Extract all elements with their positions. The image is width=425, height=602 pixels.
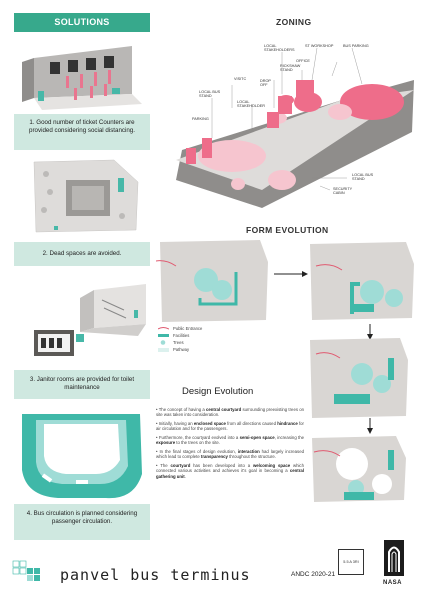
bullet-emphasis: exposure [156, 440, 176, 446]
bullet-emphasis: central gathering unit [156, 468, 304, 479]
legend-pathway: Pathway [158, 346, 202, 353]
solution-2-caption: 2. Dead spaces are avoided. [42, 250, 122, 257]
bullet-emphasis: hindrance [277, 421, 298, 426]
legend-label: Facilities [173, 333, 190, 338]
bullet-text: to the trees on the site. [175, 440, 221, 446]
form-evolution-title: FORM EVOLUTION [246, 225, 329, 235]
zone-label-bus-parking: BUS PARKING [343, 44, 369, 48]
ticket-counter-illustration [22, 46, 142, 110]
bullet-dot-icon: • [156, 421, 159, 426]
design-evolution-title: Design Evolution [182, 386, 254, 397]
bullet-text: The concept of having a [158, 407, 207, 412]
bullet-emphasis: transparency [200, 454, 228, 460]
code-label: 5.5 A 3RI [343, 560, 359, 564]
zone-label-visitc: VISITC [234, 77, 247, 81]
bullet-emphasis: enclosed space [193, 421, 226, 426]
form-evolution-diagrams [156, 240, 414, 502]
design-bullet: • The courtyard has been developed into … [156, 463, 304, 479]
bullet-text: The [160, 463, 171, 468]
design-evolution-bullets: • The concept of having a central courty… [156, 407, 304, 482]
design-bullet: • Initially, having an enclosed space fr… [156, 421, 304, 432]
bullet-text: which connected various activities and a… [156, 463, 304, 474]
design-bullet: • Furthermore, the courtyard evolved int… [156, 435, 304, 446]
grid-mark-icon [12, 560, 40, 581]
bullet-emphasis: semi-open space [239, 435, 275, 440]
bus-circulation-plan [22, 414, 142, 499]
solution-2-caption-panel: 2. Dead spaces are avoided. [14, 242, 150, 266]
zone-label-local-bus-stand-right: LOCAL BUS STAND [352, 173, 374, 182]
bullet-emphasis: welcoming space [252, 463, 291, 468]
bullet-text: Furthermore, the courtyard evolved into … [158, 435, 240, 440]
zone-label-drop-off: DROP OFF [260, 79, 271, 88]
design-bullet: • The concept of having a central courty… [156, 407, 304, 418]
solution-1-caption: 1. Good number of ticket Counters are pr… [29, 119, 135, 134]
zone-label-rickshaw-stand: RICKSHAW STAND [280, 64, 301, 73]
solution-4-caption-panel: 4. Bus circulation is planned considerin… [14, 504, 150, 540]
zone-label-local-stakeholder: LOCAL STAKEHOLDER [237, 100, 265, 109]
bullet-text: for air circulation and for the passenge… [156, 421, 304, 432]
zone-label-local-bus-stand-left: LOCAL BUS STAND [199, 90, 221, 99]
legend-label: Pathway [173, 347, 190, 352]
bullet-dot-icon: • [156, 435, 159, 440]
bullet-text: had largely increased which lead to comp… [156, 449, 304, 460]
zoning-diagram [176, 47, 414, 208]
legend-public-entrance: Public Entrance [158, 325, 202, 332]
bullet-text: Initially, having an [158, 421, 194, 426]
andc-label: ANDC 2020-21 [291, 571, 336, 578]
janitor-room-illustration [34, 284, 146, 356]
bullet-dot-icon: • [156, 407, 159, 412]
nasa-logo-icon [384, 540, 404, 576]
bullet-text: surrounding preexisting trees on site wa… [156, 407, 305, 418]
solution-4-caption: 4. Bus circulation is planned considerin… [26, 510, 138, 525]
form-evolution-legend: Public Entrance Facilities Trees Pathway [158, 325, 202, 353]
design-bullet: • In the final stages of design evolutio… [156, 449, 304, 460]
solution-1-caption-panel: 1. Good number of ticket Counters are pr… [14, 114, 150, 150]
public-entrance-swatch [158, 327, 169, 330]
solutions-header: SOLUTIONS [14, 13, 150, 32]
zone-label-security-cabin: SECURITY CABIN [333, 187, 353, 196]
zone-label-office: OFFICE [296, 59, 310, 63]
bullet-text: In the final stages of design evolution, [159, 449, 238, 454]
bullet-text: has been developed into a [190, 463, 253, 468]
trees-swatch [160, 340, 166, 345]
legend-label: Public Entrance [173, 326, 203, 331]
bullet-emphasis: central courtyard [206, 407, 242, 412]
nasa-label: NASA [383, 580, 403, 586]
zone-label-local-stakeholders: LOCAL STAKEHOLDERS [264, 44, 295, 53]
bullet-text: . [184, 473, 186, 479]
zone-label-st-workshop: ST WORKSHOP [305, 44, 334, 48]
bullet-emphasis: interaction [237, 449, 260, 454]
pathway-swatch [158, 347, 169, 352]
bullet-text: , increasing the [274, 435, 305, 440]
code-box: 5.5 A 3RI [338, 549, 364, 575]
bullet-dot-icon: • [156, 463, 161, 468]
facilities-swatch [158, 334, 169, 337]
zoning-title: ZONING [276, 17, 312, 27]
solution-3-caption-panel: 3. Janitor rooms are provided for toilet… [14, 370, 150, 399]
legend-trees: Trees [158, 339, 202, 346]
bullet-dot-icon: • [156, 449, 160, 454]
bullet-emphasis: courtyard [170, 463, 191, 468]
bullet-text: throughout the structure. [227, 454, 276, 460]
project-title: panvel bus terminus [60, 566, 251, 584]
bullet-text: from all directions caused [225, 421, 278, 426]
dead-space-plan [18, 156, 146, 236]
legend-facilities: Facilities [158, 332, 202, 339]
legend-label: Trees [173, 340, 184, 345]
solution-3-caption: 3. Janitor rooms are provided for toilet… [29, 376, 135, 391]
zone-label-parking: PARKING [192, 117, 209, 121]
